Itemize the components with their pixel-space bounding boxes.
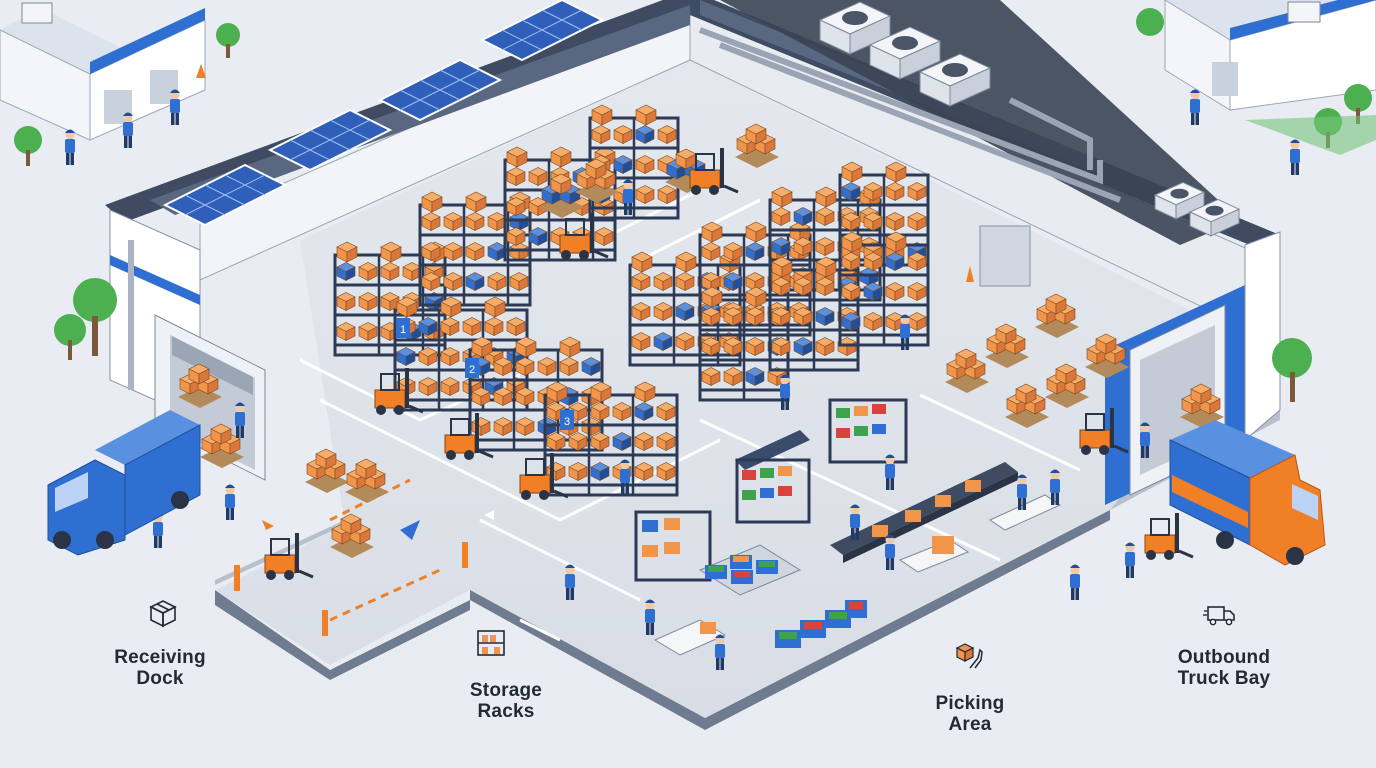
packing-tables bbox=[653, 494, 1062, 656]
worker bbox=[65, 129, 75, 165]
worker bbox=[1290, 139, 1300, 175]
worker bbox=[623, 179, 633, 215]
storage-rack bbox=[418, 191, 532, 307]
zone-label-outbound-truck-bay: Outbound Truck Bay bbox=[1156, 647, 1292, 689]
box-pallet bbox=[200, 423, 244, 468]
worker bbox=[885, 534, 895, 570]
workers bbox=[65, 89, 1300, 670]
worker bbox=[1190, 89, 1200, 125]
rack-number-2: 2 bbox=[469, 364, 475, 376]
forklift bbox=[444, 413, 494, 460]
hvac-units bbox=[818, 1, 1241, 237]
hvac-unit bbox=[1188, 198, 1241, 237]
box-pallet bbox=[1180, 383, 1224, 428]
rack-number-1: 1 bbox=[400, 324, 406, 336]
picking-shelf bbox=[735, 430, 811, 524]
worker bbox=[1070, 564, 1080, 600]
shelf-icon bbox=[477, 630, 505, 656]
forklift bbox=[1079, 408, 1129, 455]
solar-panel bbox=[377, 58, 503, 122]
worker bbox=[225, 484, 235, 520]
box-pallet bbox=[305, 448, 349, 493]
picking-shelf bbox=[634, 510, 712, 582]
solar-panel bbox=[479, 0, 605, 62]
zone-label-line: Storage bbox=[469, 680, 543, 701]
storage-rack bbox=[628, 251, 742, 367]
box-icon bbox=[149, 600, 177, 628]
box-pallet bbox=[1085, 333, 1129, 378]
hvac-unit bbox=[1153, 181, 1206, 220]
worker bbox=[850, 504, 860, 540]
box-pallet bbox=[345, 458, 389, 503]
worker bbox=[1140, 422, 1150, 458]
box-pallet bbox=[1045, 363, 1089, 408]
solar-panel bbox=[267, 108, 393, 172]
picking-shelf bbox=[828, 398, 908, 464]
bin-table bbox=[698, 544, 802, 596]
box-pallet bbox=[1005, 383, 1049, 428]
forklift bbox=[1144, 513, 1194, 560]
zone-label-storage-racks: Storage Racks bbox=[446, 680, 566, 722]
box-pallet bbox=[330, 513, 374, 558]
solar-panels bbox=[162, 0, 605, 227]
hvac-unit bbox=[868, 26, 942, 80]
box-pallet bbox=[1035, 293, 1079, 338]
bin-row bbox=[775, 600, 867, 648]
safety-bollards bbox=[196, 64, 974, 636]
box-pallet bbox=[735, 123, 779, 168]
receiving-truck bbox=[47, 410, 201, 556]
worker bbox=[235, 402, 245, 438]
forklift bbox=[374, 368, 424, 415]
box-pallet bbox=[985, 323, 1029, 368]
box-pallet bbox=[178, 363, 222, 408]
hand-box-icon bbox=[955, 643, 983, 669]
box-pallet bbox=[945, 348, 989, 393]
outbound-truck bbox=[1169, 420, 1326, 566]
worker bbox=[1125, 542, 1135, 578]
truck-icon bbox=[1203, 606, 1235, 626]
direction-arrows bbox=[262, 510, 494, 540]
rack-number-3: 3 bbox=[564, 416, 570, 428]
zone-label-line: Picking bbox=[935, 693, 1005, 714]
worker bbox=[715, 634, 725, 670]
worker bbox=[645, 599, 655, 635]
box-pallet bbox=[540, 173, 584, 218]
worker bbox=[900, 314, 910, 350]
worker bbox=[620, 459, 630, 495]
zone-label-line: Truck Bay bbox=[1177, 668, 1271, 689]
forklifts bbox=[264, 148, 1194, 580]
zone-label-line: Receiving bbox=[114, 647, 206, 668]
right-background-building bbox=[1136, 0, 1376, 155]
worker bbox=[885, 454, 895, 490]
zone-label-line: Racks bbox=[477, 701, 535, 722]
zone-label-line: Outbound bbox=[1177, 647, 1271, 668]
forklift bbox=[689, 148, 739, 195]
storage-rack bbox=[838, 231, 930, 347]
solar-panel bbox=[162, 163, 288, 227]
forklift bbox=[264, 533, 314, 580]
rack-number-tags: 1 2 3 bbox=[396, 318, 574, 430]
worker bbox=[1050, 469, 1060, 505]
forklift bbox=[519, 453, 569, 500]
pipes bbox=[698, 27, 1122, 203]
worker bbox=[780, 374, 790, 410]
left-background-building bbox=[0, 2, 240, 166]
zone-label-receiving-dock: Receiving Dock bbox=[100, 647, 220, 689]
worker bbox=[1017, 474, 1027, 510]
hvac-unit bbox=[918, 53, 992, 107]
zone-label-line: Dock bbox=[136, 668, 184, 689]
box-pallet bbox=[575, 158, 619, 203]
zone-label-line: Area bbox=[948, 714, 992, 735]
worker bbox=[565, 564, 575, 600]
forklift bbox=[559, 213, 609, 260]
worker bbox=[123, 112, 133, 148]
zone-label-picking-area: Picking Area bbox=[910, 693, 1030, 735]
worker bbox=[170, 89, 180, 125]
